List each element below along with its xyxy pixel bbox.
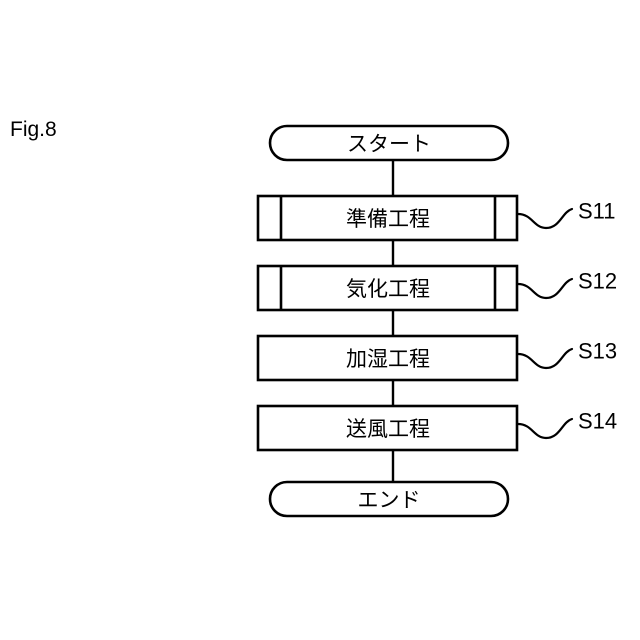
- start-label: スタート: [347, 132, 431, 156]
- s11-leader-line: [516, 207, 574, 230]
- node-s14: 送風工程: [256, 404, 519, 452]
- node-end: エンド: [268, 480, 510, 518]
- end-label: エンド: [358, 488, 421, 512]
- s12-label: 気化工程: [346, 277, 430, 301]
- figure-label: Fig.8: [10, 118, 57, 141]
- node-start: スタート: [268, 124, 510, 162]
- node-s11: 準備工程: [256, 194, 519, 242]
- s14-label: 送風工程: [346, 417, 430, 441]
- step-annotation-s11: S11: [516, 199, 616, 230]
- step-annotation-s12: S12: [516, 269, 617, 300]
- s14-leader-line: [516, 417, 574, 440]
- s14-step-label: S14: [578, 409, 617, 434]
- end-terminator-shape: [268, 480, 510, 518]
- s13-step-label: S13: [578, 339, 617, 364]
- s12-step-label: S12: [578, 269, 617, 294]
- step-annotation-s14: S14: [516, 409, 617, 440]
- start-terminator-shape: [268, 124, 510, 162]
- s11-step-label: S11: [578, 199, 616, 224]
- node-s12: 気化工程: [256, 264, 519, 312]
- node-s13: 加湿工程: [256, 334, 519, 382]
- s12-process-shape: [256, 264, 519, 312]
- s13-process-shape: [256, 334, 519, 382]
- s11-label: 準備工程: [346, 207, 430, 231]
- s12-leader-line: [516, 277, 574, 300]
- s14-process-shape: [256, 404, 519, 452]
- s11-process-shape: [256, 194, 519, 242]
- s13-leader-line: [516, 347, 574, 370]
- step-annotation-s13: S13: [516, 339, 617, 370]
- s13-label: 加湿工程: [346, 347, 430, 371]
